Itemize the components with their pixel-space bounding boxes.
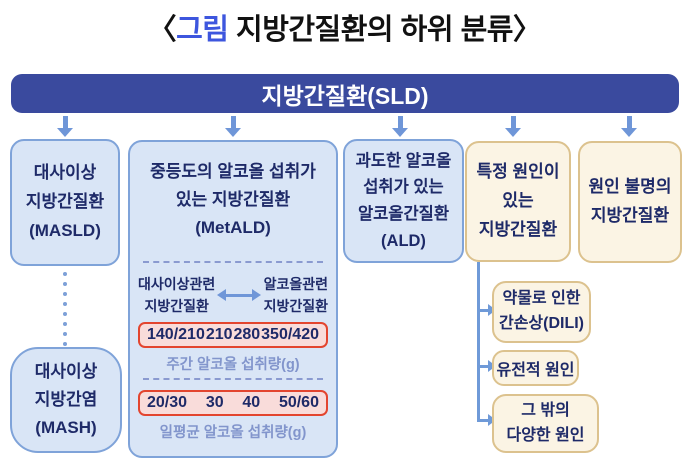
title-figure-label: 그림 xyxy=(176,14,229,46)
node-dili: 약물로 인한 간손상(DILI) xyxy=(492,281,591,343)
title-open-bracket: 〈 xyxy=(147,14,177,46)
dashed-separator xyxy=(143,261,323,263)
node-specific-cause: 특정 원인이 있는 지방간질환 xyxy=(465,141,571,262)
down-arrow-icon xyxy=(621,116,637,137)
weekly-alcohol-caption: 주간 알코올 섭취량(g) xyxy=(166,357,300,373)
daily-value: 30 xyxy=(205,394,224,411)
down-arrow-icon xyxy=(392,116,408,137)
weekly-value: 350/420 xyxy=(261,326,319,343)
figure-title: 〈그림 지방간질환의 하위 분류〉 xyxy=(0,6,689,48)
daily-value: 20/30 xyxy=(147,394,188,411)
node-genetic-cause: 유전적 원인 xyxy=(492,350,579,386)
down-arrow-icon xyxy=(225,116,241,137)
root-node-sld: 지방간질환(SLD) xyxy=(11,74,679,113)
weekly-value: 140/210 xyxy=(147,326,205,343)
weekly-value: 210 xyxy=(205,326,233,343)
node-metald: 중등도의 알코올 섭취가 있는 지방간질환 (MetALD) 대사이상관련 지방… xyxy=(128,140,338,458)
branch-line xyxy=(477,262,480,421)
down-arrow-icon xyxy=(57,116,73,137)
metald-right-label: 알코올관련 지방간질환 xyxy=(263,276,328,315)
daily-value: 50/60 xyxy=(278,394,319,411)
weekly-alcohol-values: 140/210 210 280 350/420 xyxy=(138,322,328,348)
weekly-value: 280 xyxy=(233,326,261,343)
title-text: 지방간질환의 하위 분류〉 xyxy=(228,14,542,46)
double-arrow-icon xyxy=(217,289,262,302)
node-unknown-cause: 원인 불명의 지방간질환 xyxy=(578,141,682,263)
metald-left-label: 대사이상관련 지방간질환 xyxy=(138,276,216,315)
daily-alcohol-values: 20/30 30 40 50/60 xyxy=(138,390,328,416)
daily-alcohol-caption: 일평균 알코올 섭취량(g) xyxy=(159,425,307,441)
metald-spectrum-labels: 대사이상관련 지방간질환 알코올관련 지방간질환 xyxy=(138,273,328,318)
dotted-connector xyxy=(63,272,67,346)
daily-value: 40 xyxy=(242,394,261,411)
node-mash: 대사이상 지방간염 (MASH) xyxy=(10,347,122,453)
dashed-separator xyxy=(143,378,323,380)
root-node-label: 지방간질환(SLD) xyxy=(261,82,429,109)
node-other-causes: 그 밖의 다양한 원인 xyxy=(492,394,599,453)
down-arrow-icon xyxy=(505,116,521,137)
node-masld: 대사이상 지방간질환 (MASLD) xyxy=(10,139,120,266)
node-ald: 과도한 알코올 섭취가 있는 알코올간질환 (ALD) xyxy=(343,139,464,263)
metald-title: 중등도의 알코올 섭취가 있는 지방간질환 (MetALD) xyxy=(150,162,316,238)
